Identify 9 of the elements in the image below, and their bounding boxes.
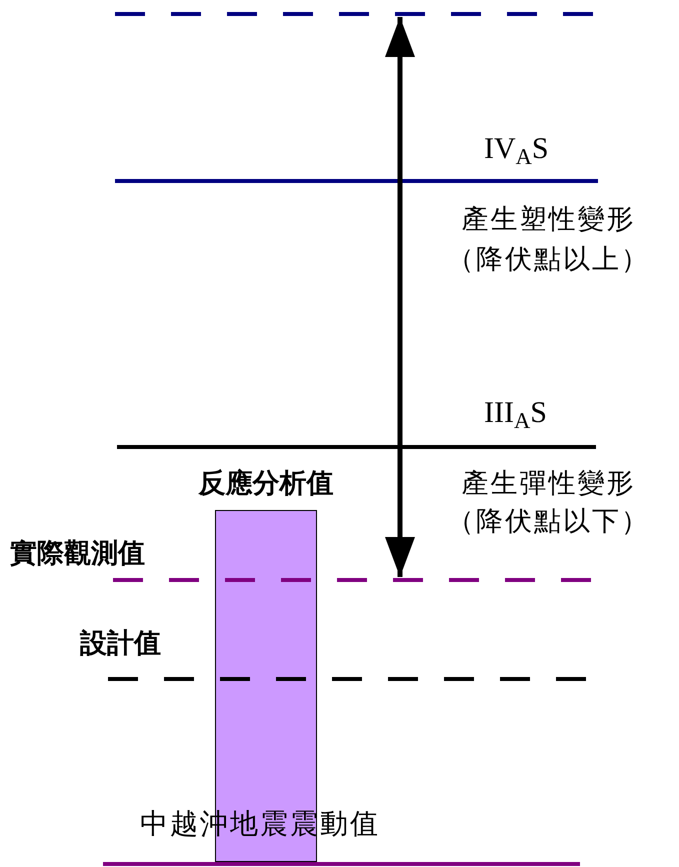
level-label: IV$_{A}$S bbox=[484, 134, 549, 164]
annotation-text: 實際觀測值 bbox=[10, 540, 145, 567]
bar-heading: 反應分析值 bbox=[198, 470, 334, 501]
level-label: III$_{A}$S bbox=[484, 398, 547, 428]
annotation-text: 產生塑性變形（降伏點以上） bbox=[446, 203, 652, 277]
annotation-text: 產生彈性變形（降伏點以下） bbox=[446, 467, 652, 539]
double-arrow bbox=[385, 17, 415, 577]
dashed-line bbox=[115, 11, 595, 17]
annotation-text: 設計值 bbox=[80, 630, 161, 657]
